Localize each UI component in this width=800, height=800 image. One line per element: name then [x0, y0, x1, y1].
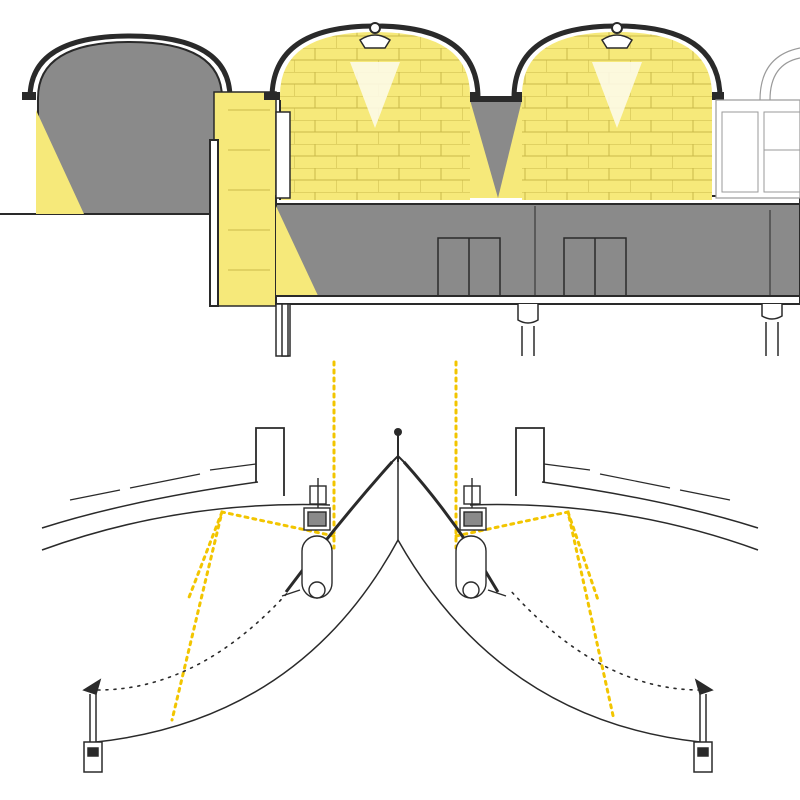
louver-mechanism-left — [281, 478, 333, 599]
light-beam-2 — [592, 62, 642, 128]
louver-mechanism-right — [455, 478, 507, 599]
skylight-detail — [41, 360, 759, 773]
light-rays — [170, 360, 616, 722]
window-right — [715, 47, 800, 199]
vault-lit-1 — [264, 22, 481, 200]
light-wedge-hall — [276, 206, 320, 300]
ridge — [284, 428, 500, 593]
lower-hall — [275, 195, 800, 305]
light-wedge-left — [36, 110, 84, 214]
reflector-paths — [97, 589, 701, 691]
vault-left-shaded — [22, 33, 238, 215]
fixture-left — [82, 678, 103, 773]
columns — [275, 303, 783, 357]
building-section — [0, 22, 800, 357]
yellow-shaft — [209, 91, 277, 307]
light-beam-1 — [350, 62, 400, 128]
fixture-right — [693, 678, 714, 773]
shell-arcs — [41, 463, 759, 551]
vault-lit-2 — [511, 22, 724, 200]
curb-left — [255, 427, 285, 496]
vault-gap — [468, 96, 524, 198]
curb-right — [515, 427, 545, 496]
